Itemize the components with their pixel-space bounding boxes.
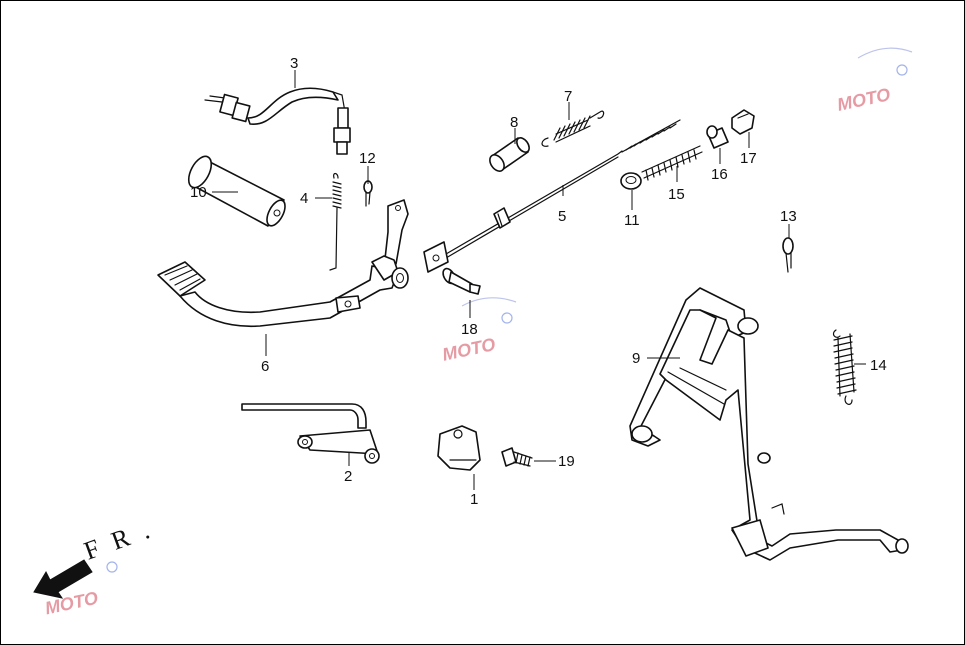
part-10-pivot-pin xyxy=(187,155,286,227)
svg-text:MOTO: MOTO xyxy=(440,334,497,365)
leader-lines xyxy=(212,70,866,490)
part-1-bracket xyxy=(437,425,481,471)
part-19-bolt xyxy=(501,447,533,467)
part-8-tube xyxy=(489,137,530,172)
callout-17: 17 xyxy=(740,150,757,167)
part-14-spring xyxy=(832,329,857,405)
callout-6: 6 xyxy=(261,358,269,375)
callout-5: 5 xyxy=(558,208,566,225)
callout-3: 3 xyxy=(290,55,298,72)
direction-label: F R . xyxy=(80,514,157,566)
callout-1: 1 xyxy=(470,491,478,508)
part-11-washer xyxy=(620,172,642,190)
part-7-spring xyxy=(541,110,605,147)
callout-8: 8 xyxy=(510,114,518,131)
callout-19: 19 xyxy=(558,453,575,470)
part-6-brake-pedal xyxy=(157,199,409,328)
part-18-pin xyxy=(442,267,481,295)
part-17-nut xyxy=(731,109,755,135)
callout-11: 11 xyxy=(624,212,640,229)
callouts: 3 10 4 12 5 6 7 8 9 11 13 14 15 16 17 18… xyxy=(190,55,887,508)
callout-2: 2 xyxy=(344,468,352,485)
callout-7: 7 xyxy=(564,88,572,105)
callout-9: 9 xyxy=(632,350,640,367)
svg-text:MOTO: MOTO xyxy=(835,84,892,115)
callout-12: 12 xyxy=(359,150,376,167)
callout-16: 16 xyxy=(711,166,728,183)
callout-10: 10 xyxy=(190,184,207,201)
callout-13: 13 xyxy=(780,208,797,225)
part-4-brake-spring xyxy=(329,172,342,271)
watermark-top-right: MOTO xyxy=(835,47,913,115)
callout-4: 4 xyxy=(300,190,308,207)
callout-14: 14 xyxy=(870,357,887,374)
part-12-cotter-pin xyxy=(363,180,373,207)
part-16-trunnion xyxy=(706,125,729,149)
callout-18: 18 xyxy=(461,321,478,338)
part-13-cotter-pin xyxy=(782,237,794,273)
watermark-center: MOTO xyxy=(440,297,517,365)
part-3-stop-switch xyxy=(204,87,351,155)
part-2-side-stand xyxy=(241,403,380,464)
part-9-main-stand xyxy=(629,287,909,561)
part-15-spring xyxy=(641,145,703,181)
part-5-brake-rod xyxy=(423,119,681,273)
arrow-left-down-icon xyxy=(33,559,93,599)
callout-15: 15 xyxy=(668,186,685,203)
